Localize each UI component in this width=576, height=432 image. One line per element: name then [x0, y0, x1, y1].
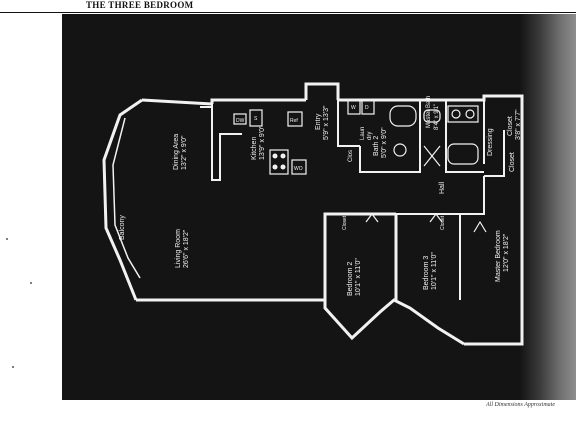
closet-door-mark — [473, 220, 487, 233]
master-bath-vanity — [423, 109, 441, 123]
master-bath-dims: 8'4" x 9'1" — [434, 104, 440, 130]
dressing-label: Dressing — [487, 128, 494, 156]
closet-door-mark — [365, 213, 379, 223]
fixtures — [233, 99, 487, 233]
master-bath-sinks — [447, 105, 479, 123]
master-bath-label: Master Bath — [426, 96, 432, 128]
wall-oven-box — [291, 159, 307, 175]
hall-label: Hall — [439, 181, 446, 194]
bedroom2-dims: 10'1" x 11'0" — [355, 258, 362, 296]
living-room-label: Living Room — [175, 229, 182, 268]
living-room-dims: 26'6" x 18'2" — [183, 229, 190, 268]
clos-label: Clos — [348, 150, 354, 162]
bath2-label: Bath 2 — [373, 136, 380, 156]
bedroom2-label: Bedroom 2 — [347, 262, 354, 296]
dishwasher-box — [233, 113, 247, 125]
entry-label: Entry — [315, 113, 322, 130]
entry-dims: 5'9" x 13'3" — [323, 105, 330, 140]
sink-box — [249, 109, 263, 127]
title-rule — [0, 12, 576, 13]
bedroom3-closet-label: Closet — [440, 215, 446, 230]
washer-box — [347, 99, 361, 115]
paper-speck — [30, 282, 32, 284]
closet-door-mark — [429, 213, 443, 223]
plan-sheet — [62, 14, 536, 400]
sink-label: S — [254, 116, 258, 122]
master-bedroom-label: Master Bedroom — [495, 230, 502, 282]
dining-area-label: Dining Area — [173, 134, 180, 170]
bedroom3-label: Bedroom 3 — [423, 256, 430, 290]
ref-label: Ref — [290, 118, 298, 124]
bedroom3-dims: 10'1" x 11'0" — [431, 252, 438, 290]
outer-walls — [102, 82, 524, 346]
closet-side-label: Closet — [509, 152, 516, 172]
scan-edge-shading — [520, 14, 576, 400]
paper-speck — [12, 366, 14, 368]
laun-label: Laun — [360, 127, 366, 140]
dining-area-dims: 13'2" x 9'0" — [181, 135, 188, 170]
master-bedroom-dims: 12'0" x 18'2" — [503, 233, 510, 272]
dw-label: DW — [236, 118, 245, 124]
washer-label: W — [351, 105, 356, 111]
kitchen-label: Kitchen — [251, 137, 258, 160]
paper-speck — [6, 238, 8, 240]
closet-top-label: Closet — [507, 116, 514, 136]
plan-title: THE THREE BEDROOM — [86, 0, 194, 10]
balcony-label: Balcony — [119, 215, 126, 240]
cooktop-box — [269, 149, 289, 175]
closet-top-dims: 3'8" x 7'7" — [515, 109, 522, 140]
master-bath-tub — [447, 143, 479, 165]
dryer-box — [361, 99, 375, 115]
range-burners — [200, 106, 286, 170]
bedroom2-closet-label: Closet — [342, 215, 348, 230]
dimensions-footnote: All Dimensions Approximate — [486, 402, 555, 408]
shower-x — [423, 145, 441, 167]
laun-sub-label: dry — [367, 132, 373, 140]
kitchen-dims: 13'9" x 9'0" — [259, 125, 266, 160]
bath2-tub — [389, 105, 417, 127]
wall-oven-label: WO — [294, 166, 303, 172]
dryer-label: D — [365, 105, 369, 111]
bath2-toilet — [393, 143, 407, 157]
ref-box — [287, 111, 303, 127]
bath2-dims: 5'0" x 9'0" — [381, 127, 388, 158]
